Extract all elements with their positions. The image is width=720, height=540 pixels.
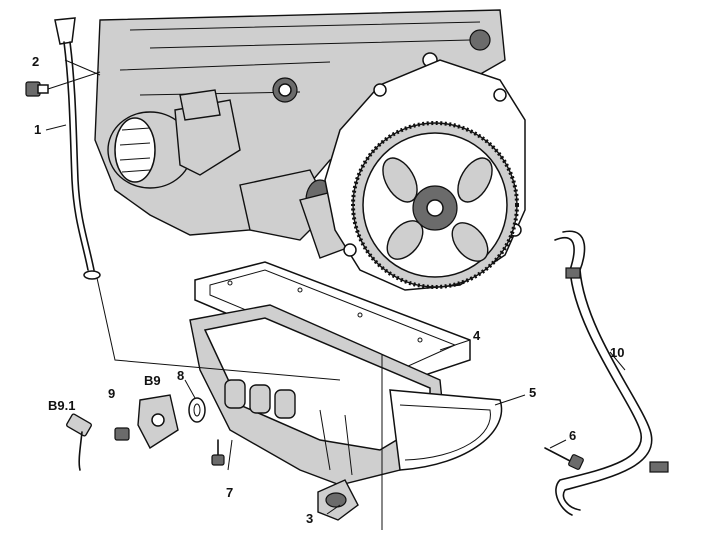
bolt-6	[544, 447, 584, 470]
dipstick-tube-bolt	[25, 71, 101, 97]
flywheel	[351, 121, 519, 289]
washer-8	[188, 397, 206, 423]
engine-block	[94, 9, 506, 236]
oil-level-sensor-b9	[114, 394, 179, 450]
sensor-connector-b9-1	[66, 413, 92, 471]
breather-hose	[554, 230, 669, 516]
callout-1: 1	[34, 122, 41, 137]
ac-compressor	[107, 89, 241, 189]
bolt-7	[211, 439, 225, 466]
oil-pan	[189, 304, 446, 486]
callout-b9-1: B9.1	[48, 398, 75, 413]
callout-b9: B9	[144, 373, 161, 388]
callout-7: 7	[226, 485, 233, 500]
drain-plug	[317, 479, 359, 521]
callout-10: 10	[610, 345, 624, 360]
callout-4: 4	[473, 328, 481, 343]
oil-pan-gasket	[194, 261, 471, 386]
dipstick	[54, 17, 101, 280]
rear-seal-cover	[389, 389, 503, 471]
callout-8: 8	[177, 368, 184, 383]
leader-lines	[45, 124, 626, 530]
callout-labels: 1 2 3 4 5 6 7 8 9 10 B9 B9.1	[32, 54, 624, 526]
callout-9: 9	[108, 386, 115, 401]
callout-5: 5	[529, 385, 536, 400]
callout-2: 2	[32, 54, 39, 69]
callout-3: 3	[306, 511, 313, 526]
callout-6: 6	[569, 428, 576, 443]
